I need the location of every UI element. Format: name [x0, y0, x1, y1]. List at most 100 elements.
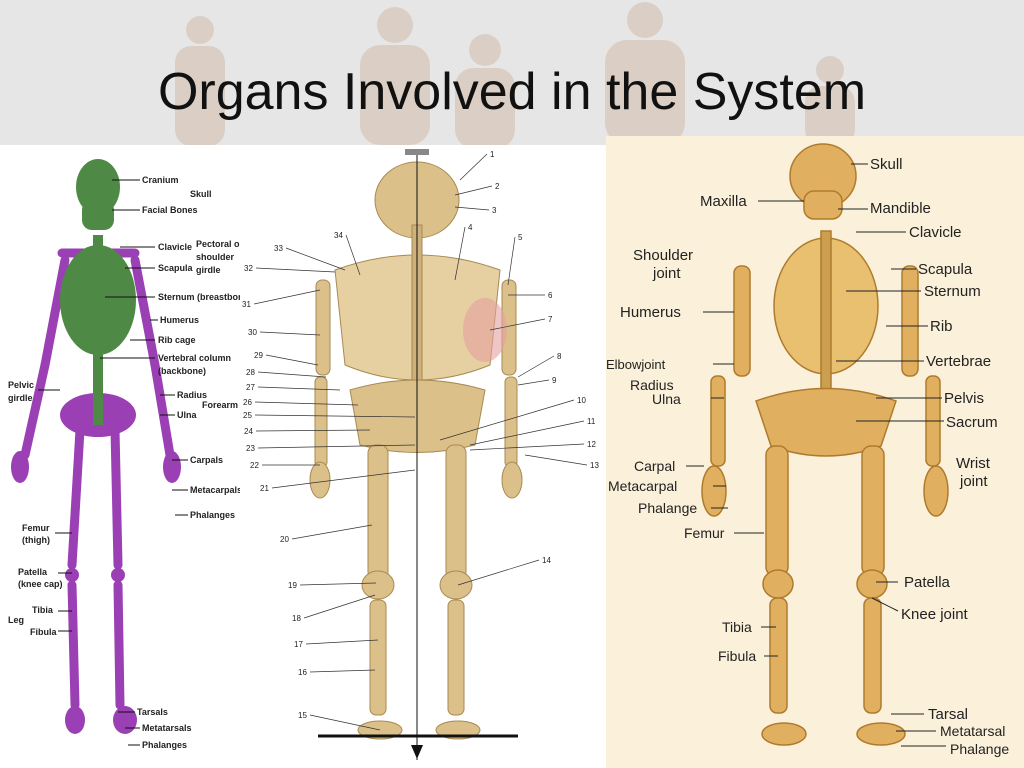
callout-number-15: 15 — [298, 711, 307, 720]
callout-number-1: 1 — [490, 150, 495, 159]
callout-number-2: 2 — [495, 182, 500, 191]
callout-number-32: 32 — [244, 264, 253, 273]
callout-line-3 — [454, 206, 490, 211]
label-vertebrae: Vertebrae — [926, 353, 991, 370]
callout-line-33 — [285, 247, 346, 271]
label-leg: Leg — [8, 615, 24, 625]
label-pelvic-girdle: girdle — [8, 393, 33, 403]
label-metacarpal: Metacarpal — [608, 478, 677, 494]
label-clavicle: Clavicle — [909, 224, 962, 241]
label-femur: Femur — [22, 523, 50, 533]
posterior-skeleton — [309, 161, 523, 740]
label-tibia: Tibia — [722, 619, 752, 635]
callout-line-23 — [257, 444, 416, 449]
callout-number-23: 23 — [246, 444, 255, 453]
label-sacrum: Sacrum — [946, 414, 998, 431]
callout-number-29: 29 — [254, 351, 263, 360]
label-scapula: Scapula — [918, 261, 973, 278]
callout-line-19 — [299, 582, 377, 586]
callout-number-8: 8 — [557, 352, 562, 361]
callout-number-31: 31 — [242, 300, 251, 309]
callout-number-10: 10 — [577, 396, 586, 405]
background-figures-image — [175, 2, 855, 145]
label-mandible: Mandible — [870, 200, 931, 217]
label-skull: Skull — [870, 156, 903, 173]
callout-number-3: 3 — [492, 206, 497, 215]
slide-title: Organs Involved in the System — [157, 63, 867, 121]
callout-line-26 — [254, 401, 359, 406]
callout-line-34 — [345, 234, 361, 276]
label-tarsal: Tarsal — [928, 706, 968, 723]
label-rib-cage: Rib cage — [158, 335, 196, 345]
callout-number-5: 5 — [518, 233, 523, 242]
label-maxilla: Maxilla — [700, 193, 747, 210]
callout-number-16: 16 — [298, 668, 307, 677]
label-kneecap: (knee cap) — [18, 579, 63, 589]
skeleton-diagram-colored: Cranium Facial Bones Skull Clavicle Scap… — [0, 145, 240, 755]
callout-number-4: 4 — [468, 223, 473, 232]
callout-number-20: 20 — [280, 535, 289, 544]
plumb-hook — [405, 149, 429, 155]
label-phalanges-foot: Phalanges — [142, 740, 187, 750]
callout-number-12: 12 — [587, 440, 596, 449]
callout-number-9: 9 — [552, 376, 557, 385]
callout-line-4 — [454, 226, 466, 281]
slide-header: Organs Involved in the System — [0, 0, 1024, 145]
label-femur: Femur — [684, 525, 725, 541]
label-carpals: Carpals — [190, 455, 223, 465]
callout-line-17 — [305, 639, 379, 645]
label-ulna: Ulna — [652, 391, 681, 407]
callout-line-10 — [439, 399, 575, 441]
callout-number-18: 18 — [292, 614, 301, 623]
label-shoulder: shoulder — [196, 252, 235, 262]
label-tarsals: Tarsals — [137, 707, 168, 717]
callout-line-8 — [517, 355, 555, 378]
label-rib: Rib — [930, 318, 953, 335]
label-wrist-joint-1: Wrist — [956, 455, 991, 472]
label-pectoral: Pectoral or — [196, 239, 240, 249]
callout-line-24 — [255, 429, 371, 432]
label-tibia: Tibia — [32, 605, 54, 615]
callout-number-17: 17 — [294, 640, 303, 649]
label-girdle: girdle — [196, 265, 221, 275]
label-fibula: Fibula — [718, 648, 756, 664]
label-metatarsals: Metatarsals — [142, 723, 192, 733]
label-metatarsal: Metatarsal — [940, 723, 1005, 739]
label-shoulder-joint-2: joint — [652, 265, 681, 282]
callout-number-33: 33 — [274, 244, 283, 253]
callout-line-13 — [524, 454, 588, 466]
label-forearm: Forearm — [202, 400, 238, 410]
callout-line-28 — [257, 371, 327, 378]
callout-line-7 — [489, 318, 546, 331]
plumb-weight — [411, 745, 423, 759]
label-elbow-joint: Elbowjoint — [606, 357, 666, 372]
callout-number-34: 34 — [334, 231, 343, 240]
label-humerus: Humerus — [160, 315, 199, 325]
label-metacarpals: Metacarpals — [190, 485, 240, 495]
callout-number-13: 13 — [590, 461, 599, 470]
label-sternum: Sternum — [924, 283, 981, 300]
label-ulna: Ulna — [177, 410, 197, 420]
label-patella: Patella — [904, 574, 951, 591]
kidney-highlight — [463, 298, 507, 362]
skeleton-diagram-anterior: Skull Maxilla Mandible Clavicle Shoulder… — [606, 136, 1024, 768]
callout-line-18 — [303, 594, 376, 619]
callout-line-20 — [291, 524, 373, 540]
callout-line-15 — [309, 714, 381, 731]
callout-line-29 — [265, 354, 319, 366]
callout-number-26: 26 — [243, 398, 252, 407]
axial-skeleton — [60, 159, 136, 425]
label-cranium: Cranium — [142, 175, 179, 185]
callout-line-12 — [469, 443, 585, 451]
callout-number-22: 22 — [250, 461, 259, 470]
limb-bones — [20, 248, 175, 710]
callout-number-25: 25 — [243, 411, 252, 420]
callout-line-2 — [454, 185, 493, 196]
callout-line-1 — [459, 153, 488, 181]
label-facial-bones: Facial Bones — [142, 205, 198, 215]
callout-number-6: 6 — [548, 291, 553, 300]
label-patella: Patella — [18, 567, 48, 577]
callout-line-5 — [507, 236, 516, 286]
callout-line-21 — [271, 469, 416, 489]
